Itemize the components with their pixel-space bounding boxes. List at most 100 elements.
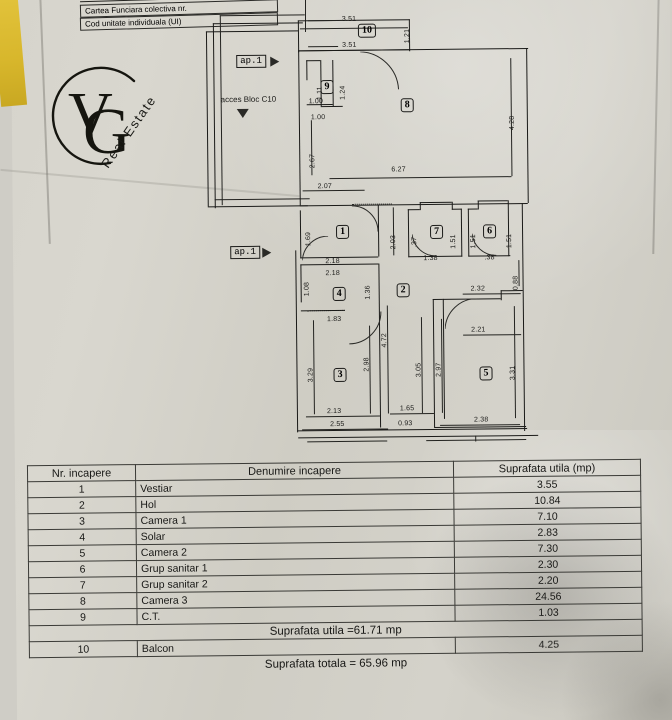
room-marker-4-text: 4 (336, 287, 342, 299)
room-marker-2-text: 2 (400, 284, 406, 296)
label-apartament-mid-text: ap.1 (234, 246, 256, 258)
door-swing-icon (360, 51, 400, 90)
bottom-balcony-outline (298, 434, 539, 439)
room-marker-10-text: 10 (361, 24, 372, 36)
label-acces-bloc: acces Bloc C10 (221, 95, 277, 105)
gs2-wall-right (460, 208, 463, 257)
dim-camera1-outer: 2.55 (330, 420, 345, 429)
dim-balcony-top-outer: 3.51 (341, 15, 357, 23)
label-apartament-top: ap.1 (236, 54, 266, 69)
room-marker-3: 3 (333, 367, 347, 383)
dim-line-088 (518, 260, 520, 287)
camera2-wall-top (432, 298, 443, 300)
plan-outline (219, 15, 223, 206)
room-marker-1-text: 1 (339, 225, 346, 237)
cell-area: 4.25 (455, 635, 643, 654)
dim-line-165 (389, 412, 434, 415)
camera2-wall (500, 290, 523, 292)
room-marker-8-text: 8 (404, 99, 410, 111)
dim-camera2-bottom: 2.38 (473, 416, 489, 424)
dim-line-329 (312, 320, 315, 415)
floor-plan: ap.1 acces Bloc C10 ap.1 10 3.51 3.51 1.… (205, 14, 539, 443)
cell-nr: 2 (27, 496, 136, 514)
room-marker-2: 2 (396, 283, 410, 298)
dim-line-331 (513, 306, 517, 419)
dim-vestiar-bot: 2.18 (325, 269, 340, 278)
dim-line (307, 19, 338, 22)
column-header-nr: Nr. incapere (27, 464, 136, 482)
dim-camera3-height: 4.28 (508, 115, 516, 131)
dim-gs2-height: 1.51 (450, 234, 458, 249)
door-swing-icon-hol (351, 205, 379, 232)
room-marker-8: 8 (400, 98, 414, 113)
door-swing-icon-camera1 (349, 311, 382, 345)
cell-nr: 5 (28, 544, 137, 562)
cell-nr: 3 (27, 512, 137, 530)
dim-solar-right: 1.36 (364, 285, 372, 300)
apt-wall-right (526, 47, 529, 203)
bottom-balcony-div (475, 435, 477, 442)
cell-nr: 8 (28, 592, 137, 610)
apt-wall-left-upper (298, 50, 301, 206)
camera2-wall (500, 290, 502, 301)
cell-area: 3.55 (453, 475, 641, 494)
cell-area: 2.83 (454, 523, 642, 542)
door-swing-icon-camera2 (444, 298, 477, 329)
inner-wall (306, 60, 321, 62)
logo-svg: V G Real Estate (51, 66, 159, 171)
dim-hol-bottom: 1.65 (399, 405, 415, 413)
apt-wall-left (295, 250, 299, 433)
dim-camera3-width: 6.27 (391, 166, 406, 174)
label-acces-bloc-text: acces Bloc C10 (220, 94, 277, 105)
dim-camera1-bottom: 2.13 (326, 407, 342, 416)
cell-area: 24.56 (454, 587, 642, 606)
cell-area: 10.84 (453, 491, 641, 510)
plan-outline (205, 31, 209, 207)
dim-ct-right: 1.24 (339, 85, 347, 100)
room-marker-1: 1 (335, 224, 350, 239)
dim-balcony-depth: 1.21 (403, 28, 412, 44)
door-swing-icon-vestiar (302, 236, 329, 261)
dim-line-472 (386, 305, 389, 414)
apt-wall-right-lower (521, 203, 526, 432)
gs2-wall-left (407, 209, 410, 258)
cell-area: 2.30 (454, 555, 642, 574)
plan-outline (214, 198, 310, 201)
dim-ct-bottom: 1.00 (308, 98, 324, 106)
dim-line (308, 45, 339, 48)
room-marker-5-text: 5 (483, 367, 489, 379)
cell-nr: 7 (28, 576, 137, 594)
dim-hol-height: 2.03 (390, 234, 398, 250)
room-schedule-table: Nr. incapere Denumire incapere Suprafata… (27, 459, 643, 671)
inner-wall (320, 105, 343, 108)
cell-nr: 4 (28, 528, 137, 546)
plan-outline (212, 23, 216, 209)
gs1-wall (467, 208, 478, 210)
solar-wall-right (378, 263, 380, 310)
svg-text:V: V (68, 81, 113, 149)
room-marker-9-text: 9 (324, 81, 330, 93)
label-apartament-top-text: ap.1 (240, 55, 262, 66)
dim-hall-left-height: 2.67 (309, 153, 317, 169)
dim-line-232 (462, 293, 521, 295)
wall-mid-top (299, 202, 528, 207)
arrow-right-icon-top (270, 56, 280, 67)
dim-solar-bottom: 1.83 (326, 315, 342, 324)
solar-wall-left (300, 264, 302, 303)
cell-nr: 9 (28, 608, 138, 626)
dim-line-627 (329, 176, 512, 180)
cell-area: 2.20 (454, 571, 642, 590)
cell-area: 7.10 (453, 507, 642, 526)
room-marker-4: 4 (332, 286, 346, 302)
cell-area: 7.30 (454, 539, 642, 558)
apt-wall-top (298, 47, 529, 52)
solar-wall-top (300, 263, 379, 266)
door-swing-icon-gs1 (472, 233, 497, 256)
cell-nr: 10 (29, 640, 138, 658)
gs1-wall-top (477, 200, 508, 202)
svg-text:G: G (83, 95, 131, 168)
gs1-wall-left (467, 208, 470, 257)
room-marker-10: 10 (357, 23, 377, 38)
cell-area: 1.03 (454, 603, 643, 622)
dim-ct-bottom2: 1.00 (310, 114, 326, 122)
